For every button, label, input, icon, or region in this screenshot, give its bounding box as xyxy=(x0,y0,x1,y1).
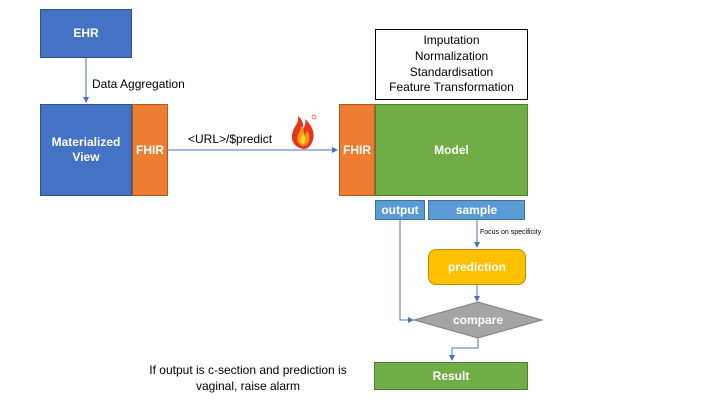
model-box: Model xyxy=(375,104,528,196)
prediction-box: prediction xyxy=(428,249,526,285)
prediction-label: prediction xyxy=(447,259,506,274)
preprocessing-step: Normalization xyxy=(414,48,489,63)
output-to-compare-arrow xyxy=(399,220,414,323)
compare-to-result-arrow xyxy=(449,338,479,361)
ehr-label: EHR xyxy=(73,26,99,40)
sample-label: sample xyxy=(455,202,498,217)
result-box: Result xyxy=(374,362,528,390)
compare-diamond xyxy=(412,301,544,339)
compare-label: compare xyxy=(453,313,503,327)
sample-box: sample xyxy=(428,200,525,220)
fhir-client-box: FHIR xyxy=(339,104,375,196)
preprocessing-step: Imputation xyxy=(423,33,480,48)
focus-label: Focus on specificity xyxy=(480,229,542,236)
ehr-box: EHR xyxy=(40,9,132,58)
preprocessing-step: Feature Transformation xyxy=(389,80,514,95)
data-aggregation-label: Data Aggregation xyxy=(92,77,185,91)
model-label: Model xyxy=(434,142,469,157)
alarm-note: If output is c-section and prediction is… xyxy=(149,363,347,394)
fhir-client-label: FHIR xyxy=(343,142,371,157)
result-label: Result xyxy=(432,368,470,383)
output-label: output xyxy=(381,202,419,217)
materialized-view-label: Materialized View xyxy=(51,135,121,164)
fhir-flame-icon xyxy=(291,114,317,149)
fhir-server-label: FHIR xyxy=(136,142,164,157)
fhir-server-box: FHIR xyxy=(132,104,168,196)
preprocessing-box: Imputation Normalization Standardisation… xyxy=(375,29,528,100)
predict-endpoint-label: <URL>/$predict xyxy=(188,132,273,146)
preprocessing-step: Standardisation xyxy=(409,64,494,79)
output-box: output xyxy=(375,200,425,220)
materialized-view-box: Materialized View xyxy=(40,104,132,196)
